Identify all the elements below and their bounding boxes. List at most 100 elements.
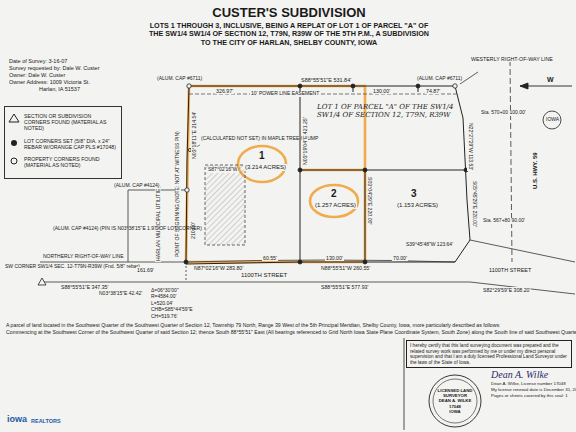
orange-highlight — [310, 185, 358, 217]
legend-text: PROPERTY CORNERS FOUND (MATERIAL AS NOTE… — [24, 156, 118, 168]
curve-data: CHB=S85°44'59"E — [150, 307, 194, 313]
curve-data: CH=519.76' — [150, 314, 178, 320]
distance-label: 210.00' — [190, 221, 196, 240]
distance-label: 60.55' — [262, 255, 278, 261]
legal-description: A parcel of land located in the Southwes… — [5, 322, 403, 328]
bearing-label: S88°55'51"E 577.93' — [320, 284, 369, 290]
bearing-label: N22°27'29"W 113.53' — [467, 122, 473, 171]
legend-symbol — [11, 158, 17, 164]
monument-note: (ALUM. CAP #4124) — [113, 183, 160, 189]
street-name: 1100TH STREET — [240, 272, 288, 279]
legend-entry: SECTION OR SUBDIVISION CORNERS FOUND (MA… — [8, 113, 118, 132]
license-info: Pages or sheets covered by this seal: 1 — [490, 393, 576, 398]
bearing-label: S87°02'16"W — [207, 167, 238, 173]
lot-number: 2 — [330, 188, 338, 200]
curve-data: R=4584.00' — [150, 294, 178, 300]
bearing-label: N87°02'16"W 283.80' — [193, 265, 244, 271]
station-label: Sta. 567+80 90.00' — [482, 218, 520, 224]
tree-note: (CALCULATED NOT SET) IN MAPLE TREE CLUMP — [200, 136, 257, 142]
legend-symbol — [11, 140, 17, 146]
building-outline — [205, 165, 245, 245]
legend-entry: LOT CORNERS SET (5/8" DIA. x 24" REBAR W… — [8, 138, 118, 150]
corner-markers — [38, 278, 46, 285]
right-of-way-lines — [40, 262, 186, 263]
seal-outline — [433, 379, 477, 423]
certification-box: I hereby certify that this land surveyin… — [406, 340, 572, 368]
survey-info: Harlan, IA 51537 — [38, 86, 81, 92]
distance-label: 130.00' — [325, 255, 344, 261]
legend-box: SECTION OR SUBDIVISION CORNERS FOUND (MA… — [4, 106, 122, 179]
station-label: Sta. 570+00 100.00' — [480, 110, 518, 116]
corner-markers — [298, 84, 302, 88]
building-outline — [205, 165, 245, 245]
survey-info: Owner Address: 1009 Victoria St. — [8, 79, 91, 85]
watermark: REALTORS — [30, 418, 62, 424]
distance-label: 74.87' — [425, 88, 441, 94]
certification-border — [404, 338, 405, 430]
watermark: iowa — [6, 414, 28, 425]
pob-label: POINT OF BEGINNING (NOTE: NOT AT WITNESS… — [175, 130, 181, 258]
legend-text: LOT CORNERS SET (5/8" DIA. x 24" REBAR W… — [24, 138, 118, 150]
distance-label: 326.97' — [215, 88, 234, 94]
legal-description: Commencing at the Southwest Corner of th… — [5, 329, 403, 335]
license-info: Dean A. Wilke, License number 17048 — [490, 381, 576, 386]
street-name: 1100TH STREET — [488, 267, 532, 273]
parcel-boundary — [186, 86, 470, 264]
plat-title: CUSTER'S SUBDIVISION — [138, 5, 440, 20]
row-label: NORTHERLY RIGHT-OF-WAY LINE — [42, 254, 124, 260]
corner-markers — [453, 84, 457, 88]
survey-info: Survey requested by: Dale W. Custer — [8, 65, 100, 71]
corner-markers — [543, 111, 561, 129]
signature: Dean A. Wilke — [490, 369, 549, 381]
section-corner-note: SW CORNER SW1/4 SEC. 12-T79N-R39W (Fnd. … — [4, 264, 42, 270]
legend-symbol — [8, 156, 20, 166]
distance-label: 130.00' — [372, 88, 391, 94]
monument-note: (ALUM. CAP #6711) — [416, 76, 463, 82]
corner-markers — [298, 168, 302, 172]
corner-markers — [184, 260, 188, 264]
lot-note: LOT 1 OF PARCEL "A" OF THE SW1/4 SW1/4 O… — [316, 103, 464, 120]
right-of-way-lines — [470, 240, 575, 262]
parcel-boundary — [300, 170, 466, 171]
corner-markers — [363, 260, 367, 264]
parcel-owner: HARLAN MUNICIPAL UTILITIES — [155, 184, 161, 262]
license-info: My license renewal date is December 31, … — [490, 387, 576, 392]
corner-markers — [185, 188, 189, 192]
legend-text: SECTION OR SUBDIVISION CORNERS FOUND (MA… — [24, 113, 118, 132]
curve-data: Δ=06°30'00" — [150, 288, 180, 294]
row-label: WESTERLY RIGHT-OF-WAY LINE — [470, 56, 534, 62]
right-of-way-lines — [470, 282, 575, 294]
corner-markers — [363, 168, 367, 172]
corner-markers — [298, 260, 302, 264]
legend-symbol — [8, 138, 20, 148]
county-marker: IOWA — [545, 117, 560, 123]
easement-label: 10' POWER LINE EASEMENT — [250, 91, 320, 97]
seal-text: DEAN A. WILKE — [436, 398, 474, 403]
right-of-way-lines — [186, 260, 455, 262]
bearing-label: S88°55'51"E 347.35' — [60, 284, 109, 290]
legend-symbol — [8, 113, 20, 123]
survey-info: Owner: Dale W. Custer — [8, 72, 66, 78]
seal-text: 17048 — [436, 404, 474, 409]
lot-area: (1.153 ACRES) — [396, 202, 439, 209]
survey-info: Date of Survey: 3-16-07 — [8, 58, 68, 64]
certification-text: I hereby certify that this land surveyin… — [410, 343, 568, 365]
legend-entry: PROPERTY CORNERS FOUND (MATERIAL AS NOTE… — [8, 156, 118, 168]
north-arrow — [520, 83, 528, 89]
legend-symbol — [9, 114, 19, 122]
subtitle: LOTS 1 THROUGH 3, INCLUSIVE, BEING A REP… — [143, 22, 435, 47]
highway-name: U.S. HWY. 59 — [532, 151, 539, 190]
lot-area: (3.214 ACRES) — [244, 164, 287, 171]
bearing-label: S39°45'48"W 123.64' — [405, 242, 454, 248]
bearing-label: N03°18'11"E 214.54' — [191, 111, 197, 160]
seal-outline — [429, 375, 481, 427]
parcel-boundary — [186, 86, 470, 264]
lot-number: 1 — [258, 150, 266, 162]
bearing-label: N03°38'15"E 42.42' — [98, 291, 142, 297]
seal-text: IOWA — [436, 409, 474, 414]
right-of-way-lines — [42, 282, 470, 283]
certification-border — [404, 338, 405, 430]
north-arrow-letter: W — [546, 76, 555, 84]
lot-number: 3 — [410, 188, 418, 200]
bearing-label: S05°45'29"E 220.00' — [471, 180, 477, 228]
